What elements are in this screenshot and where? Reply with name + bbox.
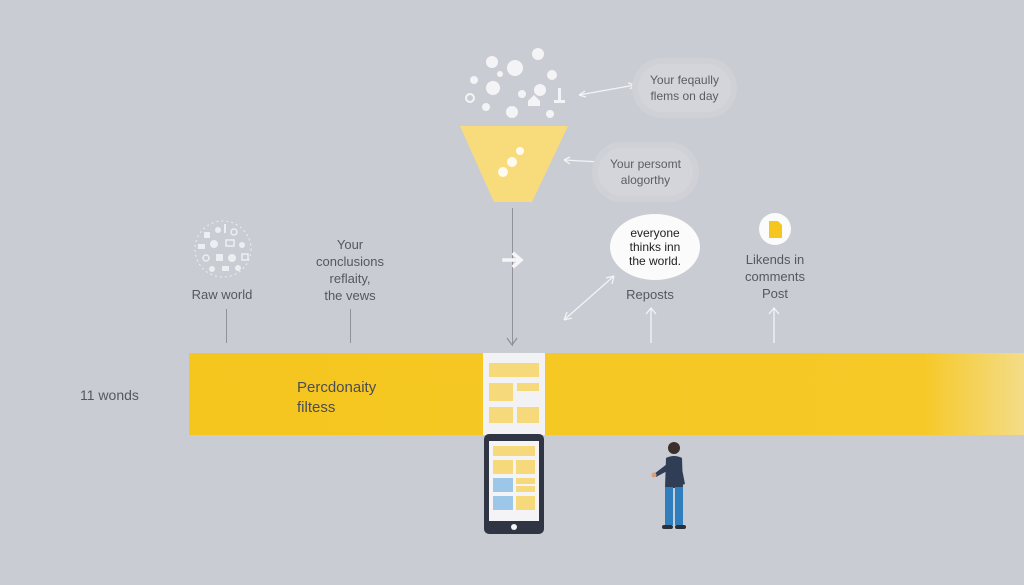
raw-world-icon xyxy=(194,220,252,278)
person-icon xyxy=(651,442,686,529)
conclusions-label: Your conclusions reflaity, the vews xyxy=(316,237,384,303)
feed-cloud-label: Your feqaully flems on day xyxy=(638,64,731,112)
band-title: Percdonaity filtess xyxy=(297,379,377,416)
algorithm-cloud-label: Your persomt alogorthy xyxy=(598,148,693,196)
echo-bubble: everyone thinks inn the world. xyxy=(610,214,700,280)
likes-arrow-icon xyxy=(768,306,780,343)
conclusions-line xyxy=(350,309,351,343)
algorithm-arrow-icon xyxy=(563,156,601,165)
filter-band xyxy=(189,353,1024,435)
arrow-right-icon xyxy=(502,251,524,269)
feed-arrow-icon xyxy=(578,82,636,98)
raw-world-label: Raw world xyxy=(191,287,253,302)
reposts-label: Reposts xyxy=(626,287,674,302)
feed-strip-icon xyxy=(483,353,545,435)
arrow-down-icon xyxy=(506,337,518,346)
likes-label: Likends in comments Post xyxy=(745,252,805,301)
tablet-icon xyxy=(484,434,544,534)
funnel-icon xyxy=(460,126,568,202)
particles-icon xyxy=(465,48,565,118)
funnel-connector-line xyxy=(512,208,513,346)
reposts-arrow-icon xyxy=(645,306,657,343)
band-left-label: 11 wonds xyxy=(80,387,139,403)
raw-world-line xyxy=(226,309,227,343)
bubble-arrow-icon xyxy=(563,275,615,321)
document-icon xyxy=(759,213,791,245)
